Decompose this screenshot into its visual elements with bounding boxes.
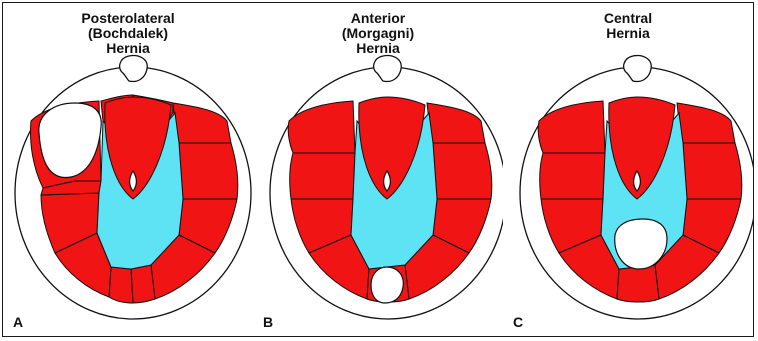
panel-a-diaphragm-diagram	[3, 3, 253, 338]
panel-a-letter: A	[13, 314, 23, 330]
morgagni-hernia-defect	[371, 267, 403, 303]
muscle-segment	[617, 265, 659, 302]
muscle-segment	[179, 143, 238, 199]
muscle-segment	[433, 143, 492, 199]
panel-b-letter: B	[263, 314, 273, 330]
muscle-segment	[540, 153, 605, 199]
panel-c-diaphragm-diagram	[503, 3, 753, 338]
panel-a: Posterolateral (Bochdalek) Hernia	[3, 3, 253, 338]
panel-c-letter: C	[513, 314, 523, 330]
muscle-segment	[109, 267, 133, 303]
muscle-segment	[538, 101, 605, 153]
figure-frame: Posterolateral (Bochdalek) Hernia	[2, 2, 754, 337]
muscle-segment	[131, 265, 155, 303]
panel-b: Anterior (Morgagni) Hernia	[253, 3, 503, 338]
panel-c: Central Hernia C	[503, 3, 753, 338]
panel-b-diaphragm-diagram	[253, 3, 503, 338]
muscle-segment	[288, 101, 355, 153]
muscle-segment	[173, 103, 231, 143]
muscle-segment	[290, 153, 355, 199]
muscle-segment	[683, 143, 742, 199]
